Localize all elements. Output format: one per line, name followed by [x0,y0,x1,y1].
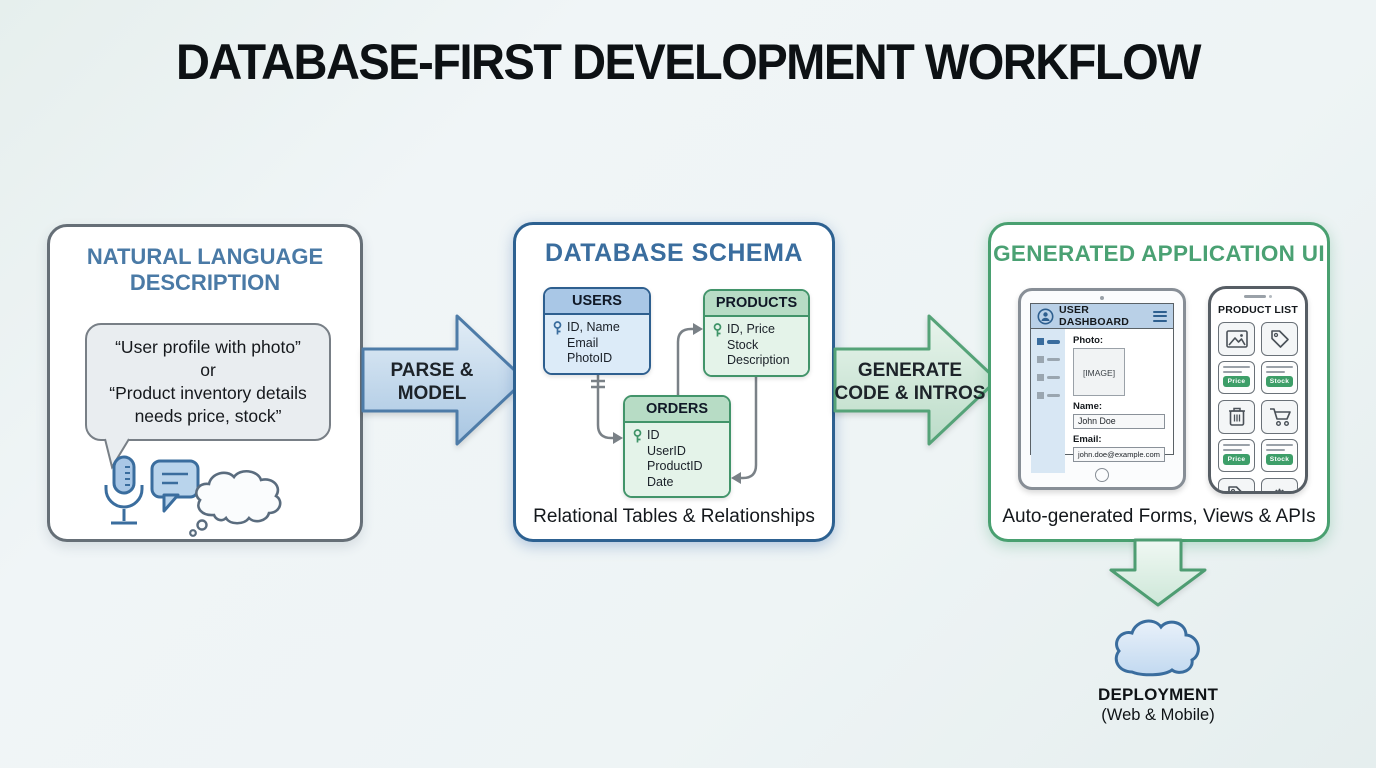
avatar-icon [1037,308,1054,324]
db-table-products: PRODUCTS ID, Price Stock Description [703,289,810,377]
product-card: Price [1218,322,1255,394]
deploy-arrow [1108,538,1208,613]
speech-bubble: “User profile with photo” or “Product in… [85,323,331,441]
price-button: Price [1223,376,1250,387]
db-table-products-name: PRODUCTS [705,291,808,317]
natural-language-panel: NATURAL LANGUAGE DESCRIPTION “User profi… [47,224,363,542]
price-button: Price [1223,454,1250,465]
product-info: Price [1218,361,1255,394]
field: Description [727,353,790,367]
right-block-arrow-icon [833,314,999,446]
bubble-text-line: “User profile with photo” [115,336,301,357]
field: ID, Price [727,322,775,336]
deployment-title: DEPLOYMENT [1097,685,1219,704]
home-button [1095,468,1109,482]
camera-dot [1100,296,1104,300]
parse-model-label: PARSE & MODEL [390,360,474,404]
field: Email [567,335,599,350]
trash-icon [1218,400,1255,434]
schema-heading: DATABASE SCHEMA [545,239,803,267]
cloud-icon [1106,610,1210,689]
ui-heading: GENERATED APPLICATION UI [993,241,1325,266]
field: ID, Name [567,320,620,334]
bubble-text-line: needs price, stock” [134,406,282,427]
thought-cloud-icon [189,470,282,537]
product-card [1218,478,1255,491]
db-table-orders: ORDERS ID UserID ProductID Date [623,395,731,498]
photo-label: Photo: [1073,335,1104,346]
deployment-subtitle: (Web & Mobile) [1101,706,1215,724]
generated-ui-panel: GENERATED APPLICATION UI USER DASHBOARD [988,222,1330,542]
schema-caption: Relational Tables & Relationships [533,506,815,527]
parse-model-arrow: PARSE & MODEL [360,313,528,447]
camera-dot [1269,295,1272,298]
deployment-label: DEPLOYMENT (Web & Mobile) [1046,685,1270,725]
stock-button: Stock [1266,454,1293,465]
page-title: DATABASE-FIRST DEVELOPMENT WORKFLOW [175,33,1202,90]
phone-mockup: PRODUCT LIST Price [1208,286,1308,494]
email-field: john.doe@example.com [1073,447,1165,462]
nl-panel-heading: NATURAL LANGUAGE DESCRIPTION [50,244,360,295]
field: PhotoID [567,351,613,365]
speech-bubble-tail [104,438,130,470]
field: ID [647,428,660,442]
down-block-arrow-icon [1109,538,1207,607]
product-info: Price [1218,439,1255,472]
tablet-header: USER DASHBOARD [1031,304,1173,329]
nl-icons-row [92,449,332,539]
bubble-text-line: “Product inventory details [109,383,307,403]
tag-icon [1261,322,1298,356]
field: Date [647,474,674,489]
name-field: John Doe [1073,414,1165,429]
field: Stock [727,337,759,352]
nl-heading-line1: NATURAL LANGUAGE [86,244,324,269]
product-info: Stock [1261,361,1298,394]
key-icon [553,321,562,335]
photo-placeholder: [IMAGE] [1073,348,1125,396]
db-table-users: USERS ID, Name Email PhotoID [543,287,651,375]
bubble-text-line: or [200,359,216,380]
key-icon [713,323,722,337]
name-label: Name: [1073,401,1103,412]
microphone-icon [104,455,144,525]
sidebar-item [1037,392,1060,399]
nl-heading-line2: DESCRIPTION [129,269,281,295]
product-card: Stock [1261,322,1298,394]
sidebar-item [1037,338,1060,345]
product-card: Price [1218,400,1255,472]
product-grid: Price Stock [1218,322,1298,491]
sidebar-item [1037,356,1060,363]
key-icon [633,429,642,443]
tablet-form: Photo: [IMAGE] Name: John Doe Email: joh… [1065,329,1173,473]
tablet-mockup: USER DASHBOARD Photo: [IMAGE] Name: Jo [1018,288,1186,490]
tablet-sidebar [1031,329,1065,473]
chat-bubble-icon [150,459,200,513]
image-icon [1218,322,1255,356]
tablet-screen: USER DASHBOARD Photo: [IMAGE] Name: Jo [1030,303,1174,473]
phone-header-title: PRODUCT LIST [1218,304,1298,316]
database-schema-panel: DATABASE SCHEMA USERS ID, Name Ema [513,222,835,542]
db-table-orders-name: ORDERS [625,397,729,423]
cart-icon [1261,400,1298,434]
hamburger-menu-icon [1153,308,1167,324]
tag-icon [1218,478,1255,491]
field: UserID [647,443,686,458]
generate-code-label: GENERATE CODE & INTROS [834,360,986,404]
product-card: Stock [1261,400,1298,472]
right-block-arrow-icon [361,314,527,446]
stock-button: Stock [1266,376,1293,387]
email-label: Email: [1073,434,1102,445]
ui-caption: Auto-generated Forms, Views & APIs [1002,506,1316,527]
field: ProductID [647,459,703,473]
product-info: Stock [1261,439,1298,472]
speaker-slot [1244,295,1266,298]
generate-code-arrow: GENERATE CODE & INTROS [832,313,1000,447]
tablet-header-title: USER DASHBOARD [1059,304,1130,328]
gear-icon: ⚙ [1261,478,1298,491]
product-card: ⚙ [1261,478,1298,491]
db-table-users-name: USERS [545,289,649,315]
sidebar-item [1037,374,1060,381]
